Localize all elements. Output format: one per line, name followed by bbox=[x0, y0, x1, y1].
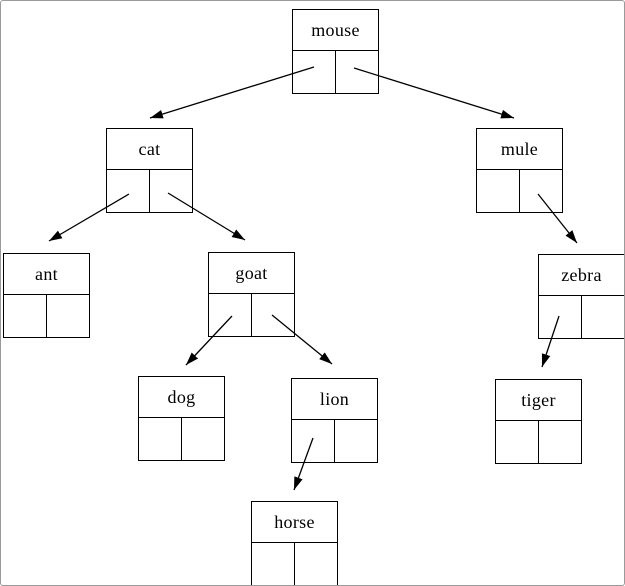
node-label: ant bbox=[4, 254, 89, 295]
left-pointer-cell bbox=[496, 421, 539, 463]
pointer-row bbox=[139, 418, 224, 460]
left-pointer-cell bbox=[139, 418, 182, 460]
tree-node-mouse: mouse bbox=[292, 9, 379, 94]
node-label: cat bbox=[107, 129, 192, 170]
left-pointer-cell bbox=[292, 420, 335, 462]
node-label: lion bbox=[292, 379, 377, 420]
tree-node-zebra: zebra bbox=[538, 254, 624, 339]
right-pointer-cell bbox=[520, 170, 562, 212]
tree-node-ant: ant bbox=[3, 253, 90, 338]
right-pointer-cell bbox=[150, 170, 192, 212]
right-pointer-cell bbox=[295, 543, 337, 585]
pointer-row bbox=[4, 295, 89, 337]
tree-node-tiger: tiger bbox=[495, 379, 582, 464]
node-label: goat bbox=[209, 253, 294, 294]
node-label: zebra bbox=[539, 255, 624, 296]
left-pointer-cell bbox=[477, 170, 520, 212]
right-pointer-cell bbox=[539, 421, 581, 463]
node-label: dog bbox=[139, 377, 224, 418]
pointer-row bbox=[292, 420, 377, 462]
right-pointer-cell bbox=[47, 295, 89, 337]
pointer-row bbox=[293, 51, 378, 93]
left-pointer-cell bbox=[107, 170, 150, 212]
left-pointer-cell bbox=[4, 295, 47, 337]
node-label: tiger bbox=[496, 380, 581, 421]
right-pointer-cell bbox=[336, 51, 378, 93]
node-label: mule bbox=[477, 129, 562, 170]
pointer-row bbox=[107, 170, 192, 212]
tree-node-dog: dog bbox=[138, 376, 225, 461]
tree-node-mule: mule bbox=[476, 128, 563, 213]
node-label: horse bbox=[252, 502, 337, 543]
tree-node-goat: goat bbox=[208, 252, 295, 337]
left-pointer-cell bbox=[209, 294, 252, 336]
pointer-row bbox=[252, 543, 337, 585]
left-pointer-cell bbox=[252, 543, 295, 585]
right-pointer-cell bbox=[582, 296, 624, 338]
pointer-row bbox=[477, 170, 562, 212]
tree-node-horse: horse bbox=[251, 501, 338, 585]
pointer-row bbox=[209, 294, 294, 336]
right-pointer-cell bbox=[335, 420, 377, 462]
pointer-row bbox=[496, 421, 581, 463]
node-label: mouse bbox=[293, 10, 378, 51]
pointer-row bbox=[539, 296, 624, 338]
tree-node-lion: lion bbox=[291, 378, 378, 463]
right-pointer-cell bbox=[182, 418, 224, 460]
left-pointer-cell bbox=[539, 296, 582, 338]
tree-node-cat: cat bbox=[106, 128, 193, 213]
right-pointer-cell bbox=[252, 294, 294, 336]
left-pointer-cell bbox=[293, 51, 336, 93]
